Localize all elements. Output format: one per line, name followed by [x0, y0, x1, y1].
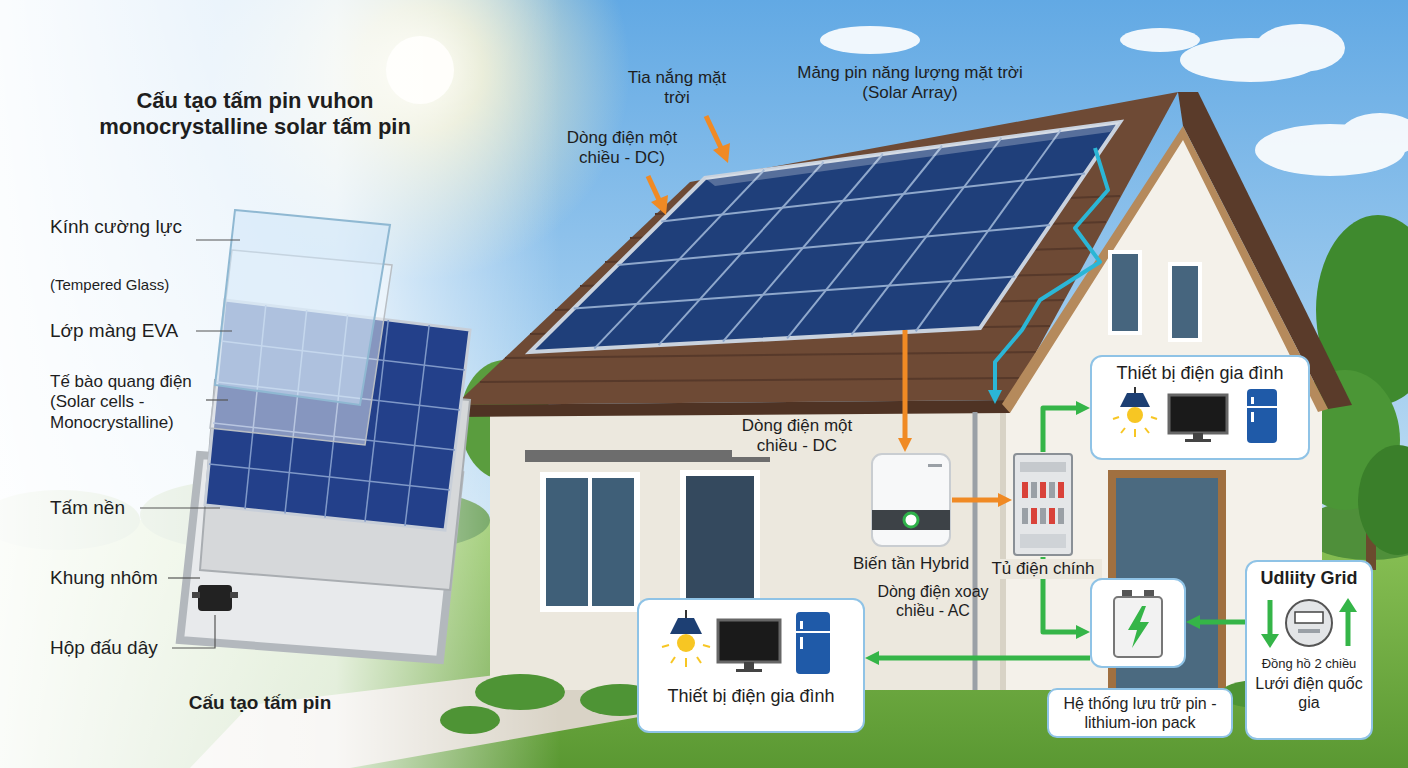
- part-name: Kính cường lực: [50, 216, 192, 239]
- appliance-name: Thiết bị điện gia đình: [645, 686, 857, 708]
- current-label: Dòng điện một chiều - DC): [552, 128, 692, 169]
- arrowhead: [1186, 615, 1200, 629]
- edge-label: Dòng điện một chiều - DC: [732, 416, 862, 457]
- connector-line: [903, 330, 908, 442]
- connector: [1186, 615, 1245, 629]
- array-heading: Mảng pin năng lượng mặt trời (Solar Arra…: [790, 63, 1030, 104]
- inverter-box: Biến tần Hybrid: [870, 452, 952, 548]
- grid-box: Udliity Grid Đồng hồ 2 chiềuLưới điện qu…: [1245, 560, 1373, 740]
- connector: [865, 651, 1090, 665]
- part-name: Tế bào quang điện (Solar cells - Monocry…: [50, 372, 202, 433]
- appliance-icons: [656, 610, 846, 676]
- grid-name: Lưới điện quốc gia: [1252, 674, 1366, 712]
- arrowhead: [865, 651, 879, 665]
- connector-line: [1043, 408, 1080, 452]
- inverter-symbol: [870, 452, 952, 548]
- connector: [1043, 401, 1090, 452]
- part-name: (Tempered Glass): [50, 276, 200, 294]
- arrowhead: [898, 438, 912, 452]
- connector: [952, 493, 1012, 507]
- solar-array: Mảng pin năng lượng mặt trời (Solar Arra…: [700, 125, 1120, 330]
- title: Cấu tạo tấm pin vuhon monocrystalline so…: [75, 88, 435, 141]
- cabinet-symbol: [1012, 452, 1074, 557]
- arrowhead: [998, 493, 1012, 507]
- connector-line: [952, 498, 1002, 503]
- current-label: Dòng điện xoay chiều - AC: [866, 582, 1000, 620]
- part-name: Hộp đấu dây: [50, 637, 170, 660]
- ray-label: Tia nắng mặt trời: [618, 68, 736, 109]
- part-name: Khung nhôm: [50, 567, 166, 590]
- part-name: Lớp màng EVA: [50, 320, 192, 343]
- connector: [898, 330, 912, 452]
- cabinet-box: Tủ điện chính: [1012, 452, 1074, 557]
- meter-name: Đồng hồ 2 chiều: [1252, 656, 1366, 672]
- inverter-name: Biến tần Hybrid: [841, 554, 981, 574]
- caption: Cấu tạo tấm pin: [160, 692, 360, 715]
- cabinet-name: Tủ điện chính: [984, 559, 1102, 579]
- appliance-box: Thiết bị điện gia đình: [637, 598, 865, 733]
- grid-heading: Udliity Grid: [1252, 568, 1366, 590]
- arrowhead: [1076, 625, 1090, 639]
- part-name: Tấm nền: [50, 497, 138, 520]
- battery-name: Hệ thống lưu trữ pin - lithium-ion pack: [1047, 688, 1233, 738]
- connector-line: [875, 656, 1090, 661]
- appliance-box: Thiết bị điện gia đình: [1090, 355, 1310, 460]
- connector-line: [1196, 620, 1245, 625]
- appliance-name: Thiết bị điện gia đình: [1098, 363, 1302, 385]
- arrowhead: [1076, 401, 1090, 415]
- battery-symbol: [1092, 580, 1184, 666]
- appliance-icons: [1105, 387, 1295, 445]
- meter-symbol: [1254, 592, 1364, 654]
- battery-box: Hệ thống lưu trữ pin - lithium-ion pack: [1090, 578, 1186, 668]
